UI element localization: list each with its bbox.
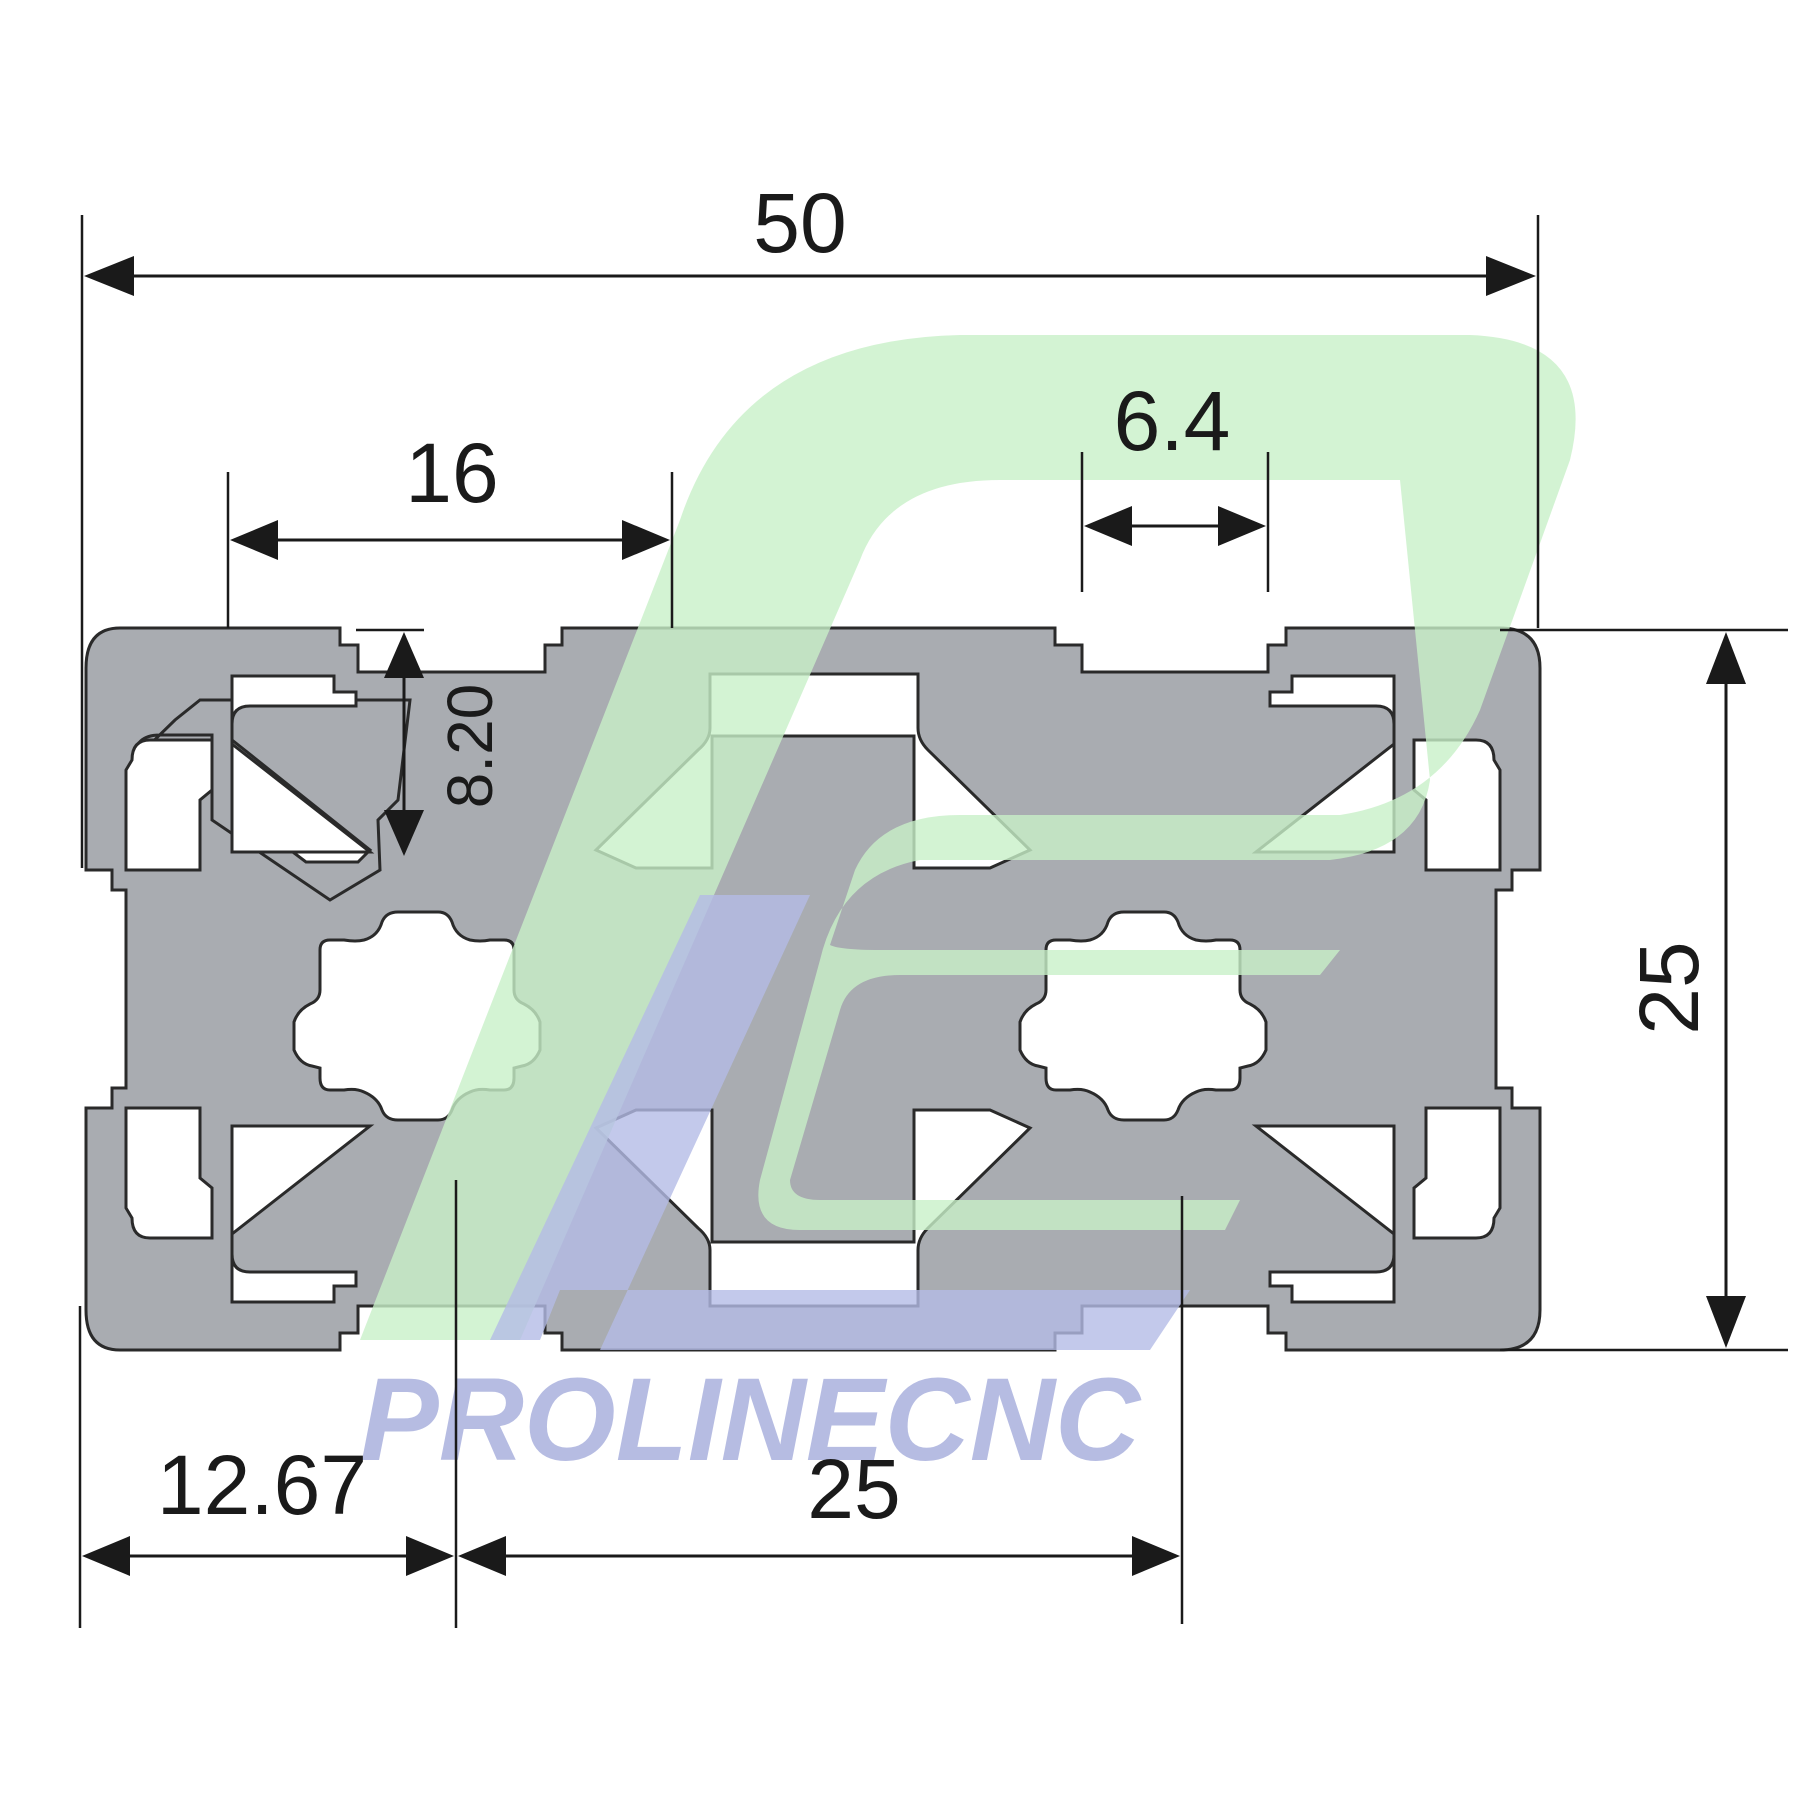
dimension-height: 25 [1500,628,1788,1352]
watermark-text: PROLINECNC [360,1354,1142,1486]
dimension-overall-width: 50 [80,176,1540,868]
dim-50-label: 50 [753,176,846,270]
dim-12-67-label: 12.67 [157,1438,367,1532]
dimension-edge-to-center: 12.67 [78,1180,458,1628]
dim-25-width-label: 25 [807,1442,900,1536]
dimension-slot-depth: 8.20 [356,628,506,856]
dim-6-4-label: 6.4 [1114,374,1231,468]
arrow-right [1486,256,1536,296]
arrow-right [1132,1536,1180,1576]
logo-green-shape [360,335,1576,1340]
profile-cavities [124,738,1502,1240]
right-core-bore [1018,910,1268,1122]
vp-lc-ll [230,1124,375,1304]
arrow-down [1706,1296,1746,1348]
right-core [1018,910,1268,1122]
arrow-up [384,632,424,678]
arrow-left [1084,506,1132,546]
vp-rc-lr [1251,1124,1396,1304]
arrow-right [406,1536,454,1576]
arrow-right [622,520,670,560]
dimension-slot-width: 6.4 [1080,374,1270,592]
visible-pockets [230,674,1396,1304]
vp-lc-ul [230,674,375,854]
dimension-center-to-center: 25 [458,1196,1184,1624]
vp-rc-ur [1251,674,1396,854]
arrow-up [1706,632,1746,684]
arrow-down [384,810,424,856]
arrow-left [84,256,134,296]
arrow-right [1218,506,1266,546]
arrow-left [230,520,278,560]
arrow-left [458,1536,506,1576]
center-bottom-pocket [593,1108,1033,1308]
logo-blue-shape [490,895,1190,1350]
dimension-slot-spacing: 16 [226,426,674,628]
watermark-logo: PROLINECNC [360,335,1576,1486]
dim-8-20-label: 8.20 [434,684,506,809]
dim-25-height-label: 25 [1622,941,1716,1034]
arrow-left [82,1536,130,1576]
dim-16-label: 16 [405,426,498,520]
